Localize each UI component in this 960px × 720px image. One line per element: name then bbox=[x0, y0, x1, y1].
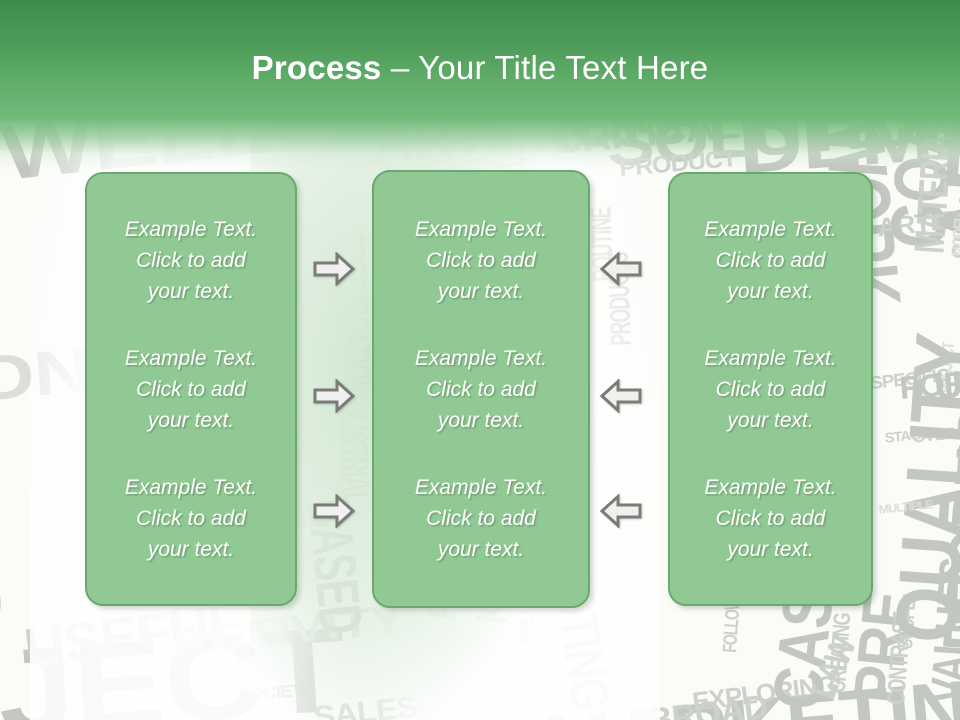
process-box-2-text-2[interactable]: Example Text. Click to add your text. bbox=[414, 346, 548, 432]
process-box-3-text-2[interactable]: Example Text. Click to add your text. bbox=[704, 346, 837, 432]
bg-word-on: ON bbox=[0, 335, 94, 416]
process-box-2-text-3[interactable]: Example Text. Click to add your text. bbox=[414, 475, 548, 561]
process-box-1-text-3[interactable]: Example Text. Click to add your text. bbox=[124, 475, 258, 561]
slide-header-band bbox=[0, 0, 960, 118]
process-box-1-text-2[interactable]: Example Text. Click to add your text. bbox=[124, 346, 258, 432]
arrow-left-icon-1[interactable] bbox=[600, 252, 642, 286]
page-title-strong: Process bbox=[251, 49, 382, 86]
arrow-right-icon-1[interactable] bbox=[313, 252, 355, 286]
arrow-right-icon-3[interactable] bbox=[313, 494, 355, 528]
page-title: Process – Your Title Text Here bbox=[0, 48, 960, 88]
arrow-left-icon-2[interactable] bbox=[600, 379, 642, 413]
process-box-3[interactable]: Example Text. Click to add your text. Ex… bbox=[668, 172, 873, 606]
process-box-3-text-3[interactable]: Example Text. Click to add your text. bbox=[704, 475, 837, 561]
process-box-1-text-1[interactable]: Example Text. Click to add your text. bbox=[124, 217, 258, 303]
process-box-2[interactable]: Example Text. Click to add your text. Ex… bbox=[372, 170, 590, 608]
page-title-rest: – Your Title Text Here bbox=[381, 49, 709, 86]
arrow-right-icon-2[interactable] bbox=[313, 379, 355, 413]
process-box-1[interactable]: Example Text. Click to add your text. Ex… bbox=[85, 172, 297, 606]
process-box-3-text-1[interactable]: Example Text. Click to add your text. bbox=[704, 217, 837, 303]
arrow-left-icon-3[interactable] bbox=[600, 494, 642, 528]
bg-word-model: MODEL bbox=[947, 213, 960, 258]
process-box-2-text-1[interactable]: Example Text. Click to add your text. bbox=[414, 217, 548, 303]
